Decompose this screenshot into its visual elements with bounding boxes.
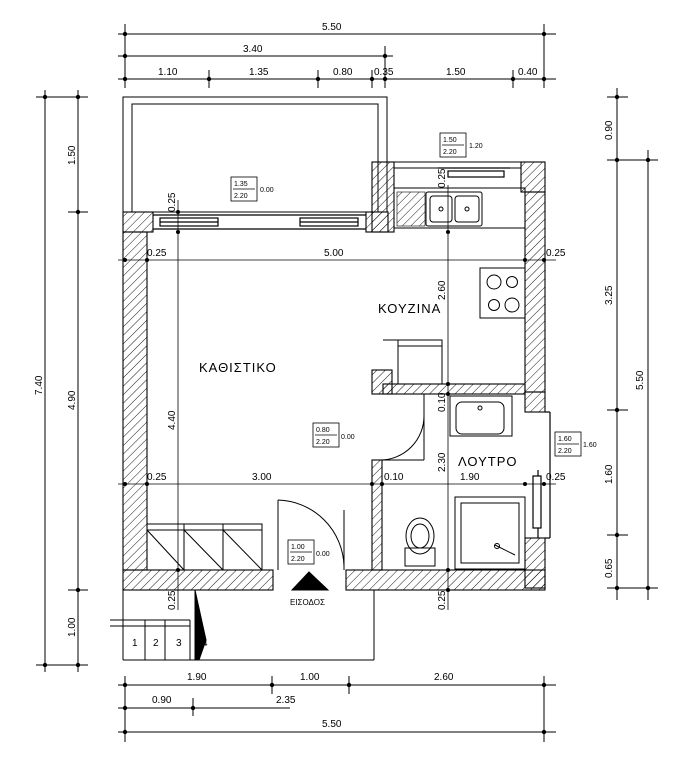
dim-row-c: 1.90: [460, 472, 480, 483]
opening-3-sill: 0.00: [341, 434, 355, 441]
interior-dimensions: [118, 185, 556, 610]
bathroom-fixtures: [404, 395, 526, 570]
opening-label-1: 1.35 2.20 0.00: [230, 176, 274, 202]
dim-right-a: 0.90: [604, 120, 615, 140]
dim-bottom-c: 2.60: [434, 672, 454, 683]
dim-top-e: 1.50: [446, 67, 466, 78]
step-3: 3: [176, 638, 182, 649]
room-label-living: ΚΑΘΙΣΤΙΚΟ: [199, 360, 277, 375]
opening-4-sill: 1.60: [583, 442, 597, 449]
dim-liv-height: 4.40: [167, 410, 178, 430]
step-1: 1: [132, 638, 138, 649]
dim-left-b: 4.90: [67, 390, 78, 410]
entrance-steps: [110, 589, 375, 661]
opening-2-width: 1.50: [443, 137, 457, 144]
dim-top-mid: 3.40: [243, 44, 263, 55]
step-4: 4: [202, 638, 208, 649]
dim-top-f: 0.40: [518, 67, 538, 78]
opening-label-4: 1.60 2.20 1.60: [554, 431, 597, 457]
dim-bottom-b: 1.00: [300, 672, 320, 683]
opening-label-2: 1.50 2.20 1.20: [439, 132, 483, 158]
dim-row-r: 0.25: [546, 472, 566, 483]
dim-top-a: 1.10: [158, 67, 178, 78]
room-label-entrance: ΕΙΣΟΔΟΣ: [290, 598, 325, 607]
opening-5-height: 2.20: [291, 556, 305, 563]
opening-4-height: 2.20: [558, 448, 572, 455]
balcony: [122, 96, 388, 213]
opening-3-width: 0.80: [316, 427, 330, 434]
wardrobes: [146, 523, 263, 571]
room-label-kitchen: ΚΟΥΖΙΝΑ: [378, 301, 441, 316]
top-dimensions: [118, 24, 556, 88]
dim-bottom-a: 1.90: [187, 672, 207, 683]
dim-row-l: 0.25: [147, 472, 167, 483]
dim-row-b: 0.10: [384, 472, 404, 483]
opening-2-sill: 1.20: [469, 143, 483, 150]
dim-inner-wall-top: 0.25: [167, 192, 178, 212]
opening-1-height: 2.20: [234, 193, 248, 200]
dim-top-b: 1.35: [249, 67, 269, 78]
opening-1-sill: 0.00: [260, 187, 274, 194]
dim-lower-right: 0.25: [437, 590, 448, 610]
dim-inner-wall-l: 0.25: [147, 248, 167, 259]
doors: [277, 394, 425, 591]
opening-label-3: 0.80 2.20 0.00: [312, 422, 355, 448]
dim-kit-height: 2.60: [437, 280, 448, 300]
opening-5-sill: 0.00: [316, 551, 330, 558]
opening-5-width: 1.00: [291, 544, 305, 551]
dim-lower-left: 0.25: [167, 590, 178, 610]
dim-bottom-total: 5.50: [322, 719, 342, 730]
opening-4-width: 1.60: [558, 436, 572, 443]
dim-left-c: 1.00: [67, 617, 78, 637]
dim-bottom2-a: 0.90: [152, 695, 172, 706]
opening-1-width: 1.35: [234, 181, 248, 188]
dim-row-a: 3.00: [252, 472, 272, 483]
dim-inner-width: 5.00: [324, 248, 344, 259]
dim-right-c: 1.60: [604, 464, 615, 484]
opening-2-height: 2.20: [443, 149, 457, 156]
dim-top-total: 5.50: [322, 22, 342, 33]
dim-left-total: 7.40: [34, 375, 45, 395]
dim-bath-height: 2.30: [437, 452, 448, 472]
dim-top-d: 0.35: [374, 67, 394, 78]
room-label-bathroom: ΛΟΥΤΡΟ: [458, 454, 518, 469]
dim-kit-wall: 0.25: [437, 168, 448, 188]
opening-label-5: 1.00 2.20 0.00: [287, 539, 330, 565]
dim-bottom2-b: 2.35: [276, 695, 296, 706]
dim-right-d: 0.65: [604, 558, 615, 578]
kitchen-fixtures: [383, 187, 526, 385]
opening-3-height: 2.20: [316, 439, 330, 446]
walls: [122, 161, 546, 591]
dim-right-total: 5.50: [635, 370, 646, 390]
dim-top-c: 0.80: [333, 67, 353, 78]
dim-right-b: 3.25: [604, 285, 615, 305]
dim-mid-wall: 0.10: [437, 392, 448, 412]
right-dimensions: [607, 88, 658, 600]
bottom-dimensions: [118, 676, 556, 742]
dim-inner-wall-r: 0.25: [546, 248, 566, 259]
windows: [153, 167, 551, 539]
step-2: 2: [153, 638, 159, 649]
dim-left-a: 1.50: [67, 145, 78, 165]
